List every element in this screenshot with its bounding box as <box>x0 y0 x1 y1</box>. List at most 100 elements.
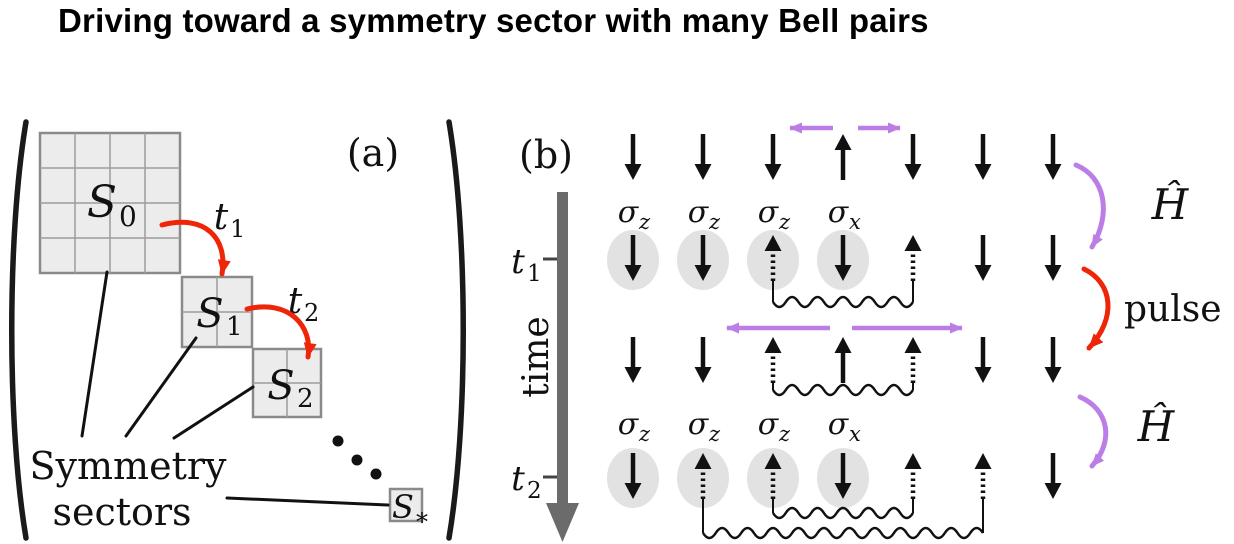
panel-b-label: (b) <box>519 133 573 177</box>
spin-down-arrowhead <box>834 265 852 281</box>
measurement-highlight <box>747 230 799 290</box>
spin-up-arrowhead <box>764 337 782 353</box>
hamiltonian-label-2: Ĥ <box>1137 401 1176 451</box>
spin-row-initial <box>624 134 1062 180</box>
spin-up-arrowhead <box>834 134 852 150</box>
spin-up-arrowhead <box>694 453 712 469</box>
pointer-line-s1 <box>124 336 198 438</box>
ellipsis-dot <box>370 468 382 480</box>
spin-down-arrowhead <box>1044 367 1062 383</box>
bell-pair-wavy-line <box>771 506 915 520</box>
sector-grid-2 <box>251 347 323 419</box>
sector-s2-subscript: 2 <box>297 384 314 414</box>
spin-down-arrowhead <box>974 265 992 281</box>
spin-down-arrowhead <box>624 265 642 281</box>
pointer-line-s2 <box>172 385 255 440</box>
operator-subscript: x <box>849 210 861 234</box>
slide-title: Driving toward a symmetry sector with ma… <box>58 2 929 39</box>
hop-arrow-t1 <box>159 219 231 277</box>
spin-down-arrowhead <box>1044 265 1062 281</box>
hop-t1-subscript: 1 <box>230 215 245 243</box>
bell-pair-wavy-line <box>771 383 915 397</box>
operator-subscript: z <box>708 422 721 446</box>
time-label-t1-subscript: 1 <box>527 261 542 287</box>
measurement-highlight <box>747 448 799 508</box>
time-label-t2-subscript: 2 <box>527 478 542 504</box>
operator-label: σ <box>828 407 850 442</box>
operator-label: σ <box>618 407 640 442</box>
spin-up-arrowhead <box>764 453 782 469</box>
operator-label: σ <box>688 407 710 442</box>
hamiltonian-arrow-1 <box>1073 162 1106 250</box>
hamiltonian-label-1: Ĥ <box>1151 179 1190 229</box>
sector-s2-label: S <box>267 363 294 409</box>
operator-subscript: z <box>708 210 721 234</box>
time-label-t2: t <box>511 459 525 499</box>
operator-subscript: x <box>849 422 861 446</box>
spin-up-arrowhead <box>974 453 992 469</box>
operator-label: σ <box>758 407 780 442</box>
time-axis-bar <box>557 192 568 505</box>
spin-down-arrowhead <box>694 367 712 383</box>
spin-row-after-pulse <box>624 337 1062 397</box>
pointer-line-s0 <box>80 270 109 438</box>
spin-down-arrowhead <box>974 164 992 180</box>
pointer-line-sstar <box>225 496 390 507</box>
panel-a: (a) S 0 S 1 S 2 S * t 1 t 2 <box>9 119 466 541</box>
measurement-highlight <box>677 448 729 508</box>
sector-s0-label: S <box>87 177 117 228</box>
sector-sstar-label: S <box>392 488 414 526</box>
hop-arrow-t2 <box>244 304 317 360</box>
sector-grids <box>38 131 424 523</box>
operator-label: σ <box>828 195 850 230</box>
spin-down-arrowhead <box>1044 164 1062 180</box>
left-parenthesis <box>9 119 29 541</box>
bell-pair-wavy-line <box>701 526 985 540</box>
right-parenthesis <box>446 119 466 541</box>
panel-b: (b) time t 1 t 2 <box>511 122 1222 542</box>
operator-label: σ <box>688 195 710 230</box>
pulse-arrow <box>1081 266 1111 351</box>
spin-down-arrowhead <box>1044 483 1062 499</box>
sector-grid-1 <box>180 275 254 349</box>
sector-s0-subscript: 0 <box>119 200 137 233</box>
spin-down-arrowhead <box>764 164 782 180</box>
hop-t2-subscript: 2 <box>304 299 319 327</box>
sector-s1-subscript: 1 <box>226 312 243 342</box>
hamiltonian-arrow-2 <box>1077 394 1109 469</box>
spin-down-arrowhead <box>974 367 992 383</box>
sector-grid-0 <box>38 131 182 275</box>
time-label-t1: t <box>511 242 525 282</box>
spin-up-arrowhead <box>904 453 922 469</box>
sector-block <box>388 487 424 523</box>
spin-down-arrowhead <box>624 164 642 180</box>
time-axis: time t 1 t 2 <box>511 192 579 542</box>
caption-symmetry: Symmetry <box>30 444 227 488</box>
spin-down-arrowhead <box>694 265 712 281</box>
spin-down-arrowhead <box>624 483 642 499</box>
sector-s1-label: S <box>196 291 223 337</box>
pulse-label: pulse <box>1124 289 1222 330</box>
spin-up-arrowhead <box>904 337 922 353</box>
spin-down-arrowhead <box>624 367 642 383</box>
operator-subscript: z <box>638 422 651 446</box>
operator-label: σ <box>618 195 640 230</box>
ellipsis-dot <box>351 454 363 466</box>
caption-sectors: sectors <box>52 490 191 534</box>
spin-down-arrowhead <box>694 164 712 180</box>
operator-subscript: z <box>638 210 651 234</box>
time-axis-label: time <box>516 316 557 397</box>
spin-up-arrowhead <box>904 235 922 251</box>
ellipsis-dot <box>332 435 344 447</box>
sector-sstar-subscript: * <box>416 508 428 536</box>
operator-label: σ <box>758 195 780 230</box>
time-axis-arrowhead <box>546 503 579 542</box>
spin-down-arrowhead <box>834 483 852 499</box>
spin-up-arrowhead <box>834 337 852 353</box>
sector-grid-* <box>388 487 424 523</box>
spin-up-arrowhead <box>764 235 782 251</box>
